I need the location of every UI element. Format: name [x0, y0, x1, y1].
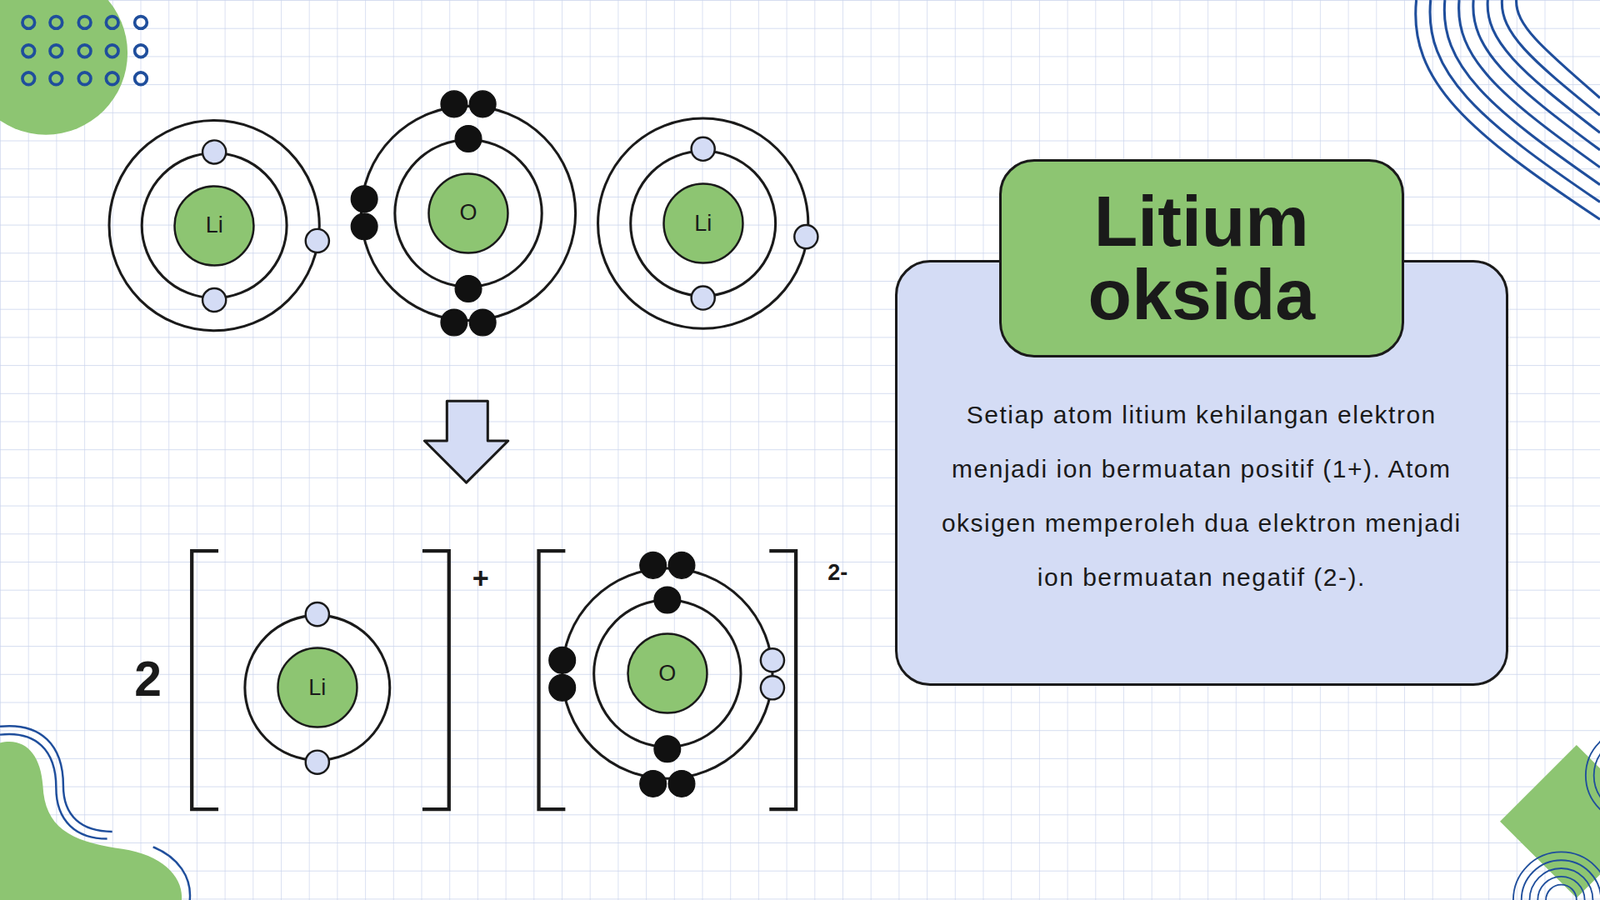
slide-title: Litium oksida	[1018, 185, 1385, 331]
atom-nucleus: O	[626, 632, 709, 715]
deco-waves	[1415, 0, 1600, 220]
element-symbol: Li	[205, 214, 224, 237]
element-symbol: Li	[694, 212, 712, 235]
atom-nucleus: Li	[662, 182, 745, 265]
deco-diamond	[1500, 745, 1600, 899]
deco-blob	[0, 0, 128, 135]
title-box: Litium oksida	[999, 159, 1405, 358]
atom-nucleus: Li	[276, 646, 359, 729]
ion-charge: 2-	[827, 559, 848, 585]
nucleus-circle	[277, 648, 357, 728]
coefficient: 2	[134, 650, 162, 707]
element-symbol: Li	[308, 676, 326, 700]
nucleus-circle	[663, 184, 743, 264]
ion-charge: +	[472, 562, 490, 595]
reaction-arrow	[424, 400, 508, 483]
body-text: Setiap atom litium kehilangan elektron m…	[930, 387, 1473, 605]
atom-nucleus: Li	[173, 185, 255, 267]
atom-nucleus: O	[427, 172, 510, 255]
element-symbol: O	[658, 662, 676, 685]
electron-shells	[109, 105, 809, 779]
ion-brackets	[191, 550, 796, 810]
deco-rings	[1513, 728, 1600, 900]
element-symbol: O	[460, 201, 478, 225]
nucleus-circle	[627, 634, 707, 714]
nucleus-circle	[429, 173, 509, 253]
deco-dots	[22, 16, 147, 85]
lithium-electrons	[202, 137, 818, 775]
nucleus-circle	[175, 185, 255, 265]
deco-lines	[0, 725, 190, 900]
deco-blob	[0, 741, 182, 900]
